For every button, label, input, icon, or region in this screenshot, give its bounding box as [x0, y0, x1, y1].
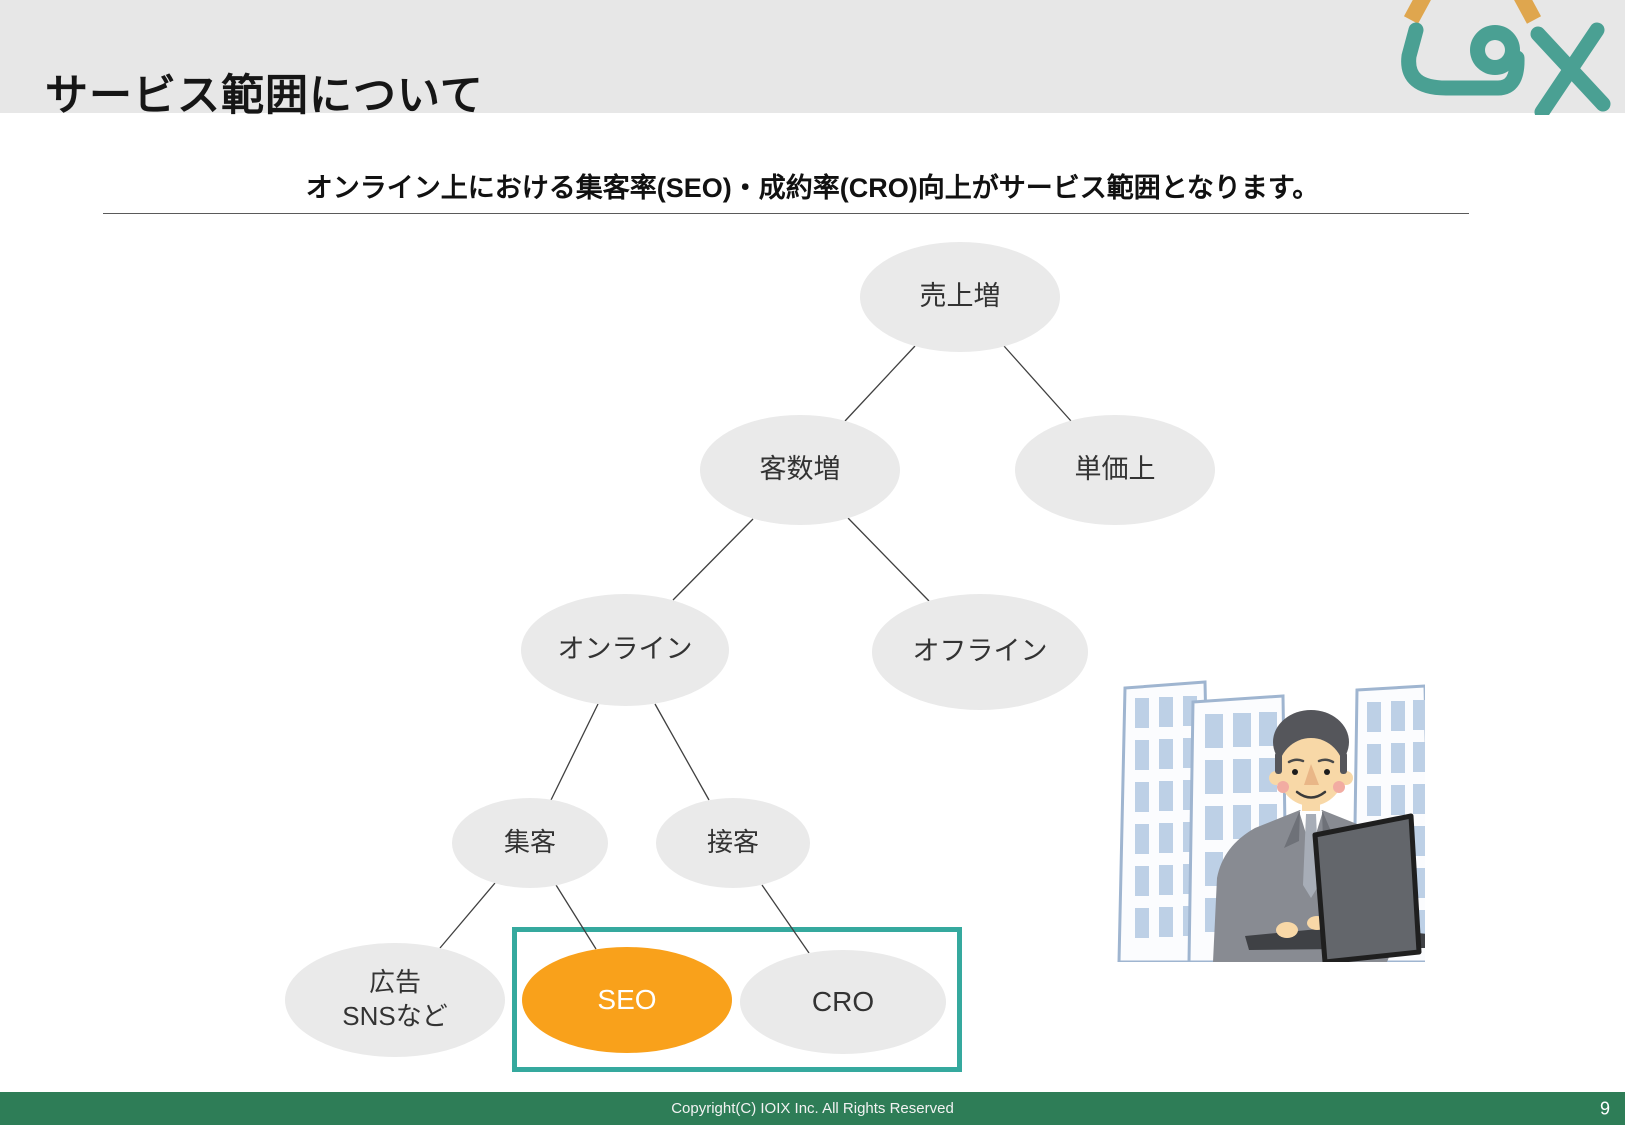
businessman-laptop-illustration: [1117, 680, 1425, 962]
businessman: [1213, 710, 1425, 962]
service-scope-highlight-box: [512, 927, 962, 1072]
subtitle: オンライン上における集客率(SEO)・成約率(CRO)向上がサービス範囲となりま…: [305, 173, 1320, 203]
node-unit-price-up: 単価上: [1015, 415, 1215, 525]
subtitle-divider: [103, 213, 1469, 214]
footer-bar: Copyright(C) IOIX Inc. All Rights Reserv…: [0, 1092, 1625, 1125]
node-sales-increase: 売上増: [860, 242, 1060, 352]
copyright-text: Copyright(C) IOIX Inc. All Rights Reserv…: [671, 1100, 954, 1117]
logo-gold-right-stroke: [1514, 0, 1542, 24]
node-cro: CRO: [740, 950, 946, 1054]
node-online: オンライン: [521, 594, 729, 706]
node-ads-sns: 広告 SNSなど: [285, 943, 505, 1057]
page-number: 9: [1599, 1098, 1610, 1118]
logo-o-inner: [1485, 40, 1505, 60]
node-offline: オフライン: [872, 594, 1088, 710]
node-customer-count-increase: 客数増: [700, 415, 900, 525]
ioix-logo: [1401, 0, 1611, 115]
node-attract-customers: 集客: [452, 798, 608, 888]
header-band: [0, 0, 1625, 113]
node-serve-customers: 接客: [656, 798, 810, 888]
logo-teal-glyphs: [1401, 22, 1611, 115]
slide-title: サービス範囲について: [45, 71, 484, 120]
node-seo: SEO: [522, 947, 732, 1053]
logo-gold-left-stroke: [1403, 0, 1431, 24]
